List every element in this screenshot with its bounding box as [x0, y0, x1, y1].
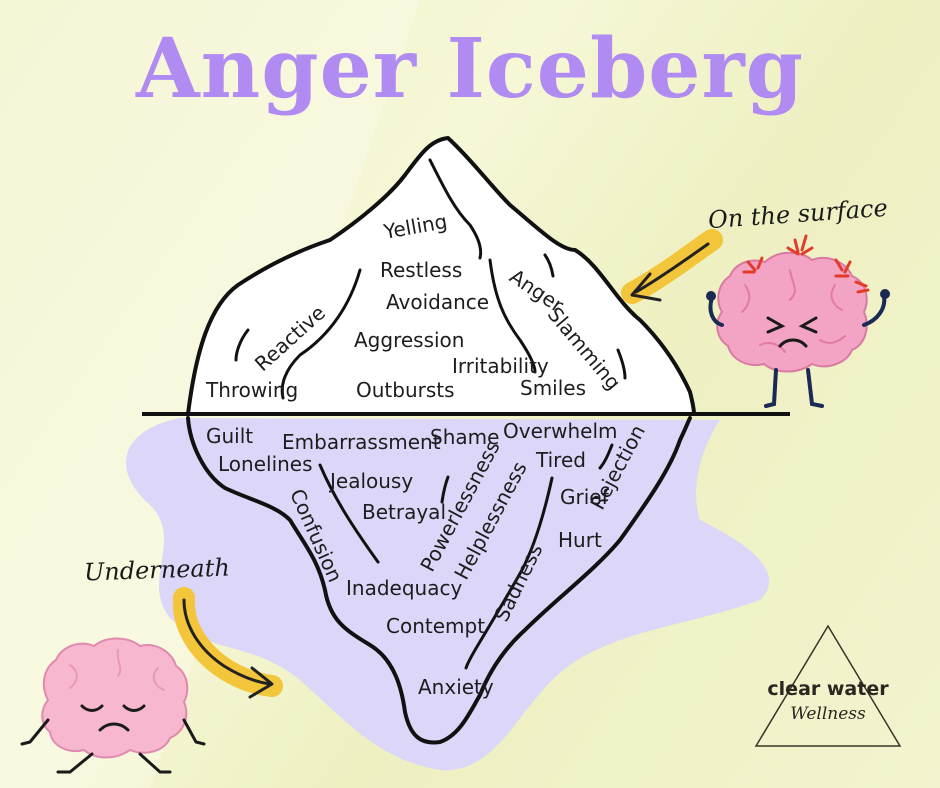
word-contempt: Contempt — [386, 616, 485, 636]
angry-brain-icon — [706, 236, 890, 406]
word-lonelines: Lonelines — [218, 454, 313, 474]
word-smiles: Smiles — [520, 378, 586, 398]
word-inadequacy: Inadequacy — [346, 578, 462, 598]
word-jealousy: Jealousy — [330, 471, 413, 491]
word-embarrassment: Embarrassment — [282, 432, 441, 452]
underneath-label: Underneath — [84, 553, 231, 586]
word-restless: Restless — [380, 260, 462, 280]
page-title: Anger Iceberg — [0, 28, 940, 110]
logo-name: clear water — [762, 678, 894, 700]
word-aggression: Aggression — [354, 330, 464, 350]
word-throwing: Throwing — [206, 380, 298, 400]
word-guilt: Guilt — [206, 426, 253, 446]
word-hurt: Hurt — [558, 530, 602, 550]
word-betrayal: Betrayal — [362, 502, 446, 522]
word-tired: Tired — [536, 450, 586, 470]
logo-tagline: Wellness — [762, 704, 894, 724]
word-irritability: Irritability — [452, 356, 549, 376]
word-outbursts: Outbursts — [356, 380, 455, 400]
word-anxiety: Anxiety — [418, 677, 494, 697]
word-avoidance: Avoidance — [386, 292, 489, 312]
word-grief: Grief — [560, 487, 609, 507]
surface-arrow-icon — [632, 240, 712, 300]
word-overwhelm: Overwhelm — [503, 421, 617, 441]
